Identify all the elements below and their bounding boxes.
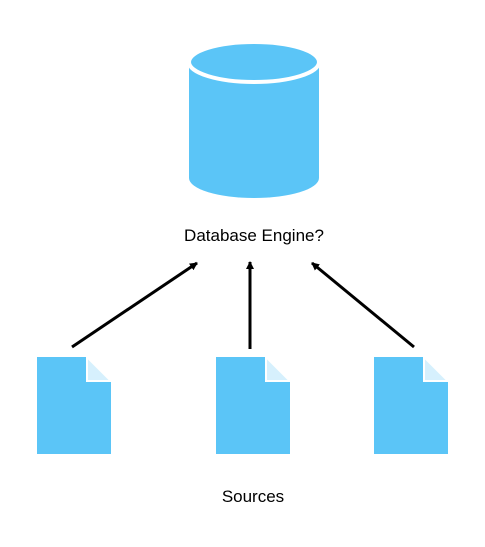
database-body	[189, 62, 319, 198]
source-document-1	[37, 354, 114, 454]
arrow-left-to-engine	[71, 261, 198, 349]
document-fold	[86, 354, 114, 382]
database-icon	[187, 40, 321, 198]
database-top	[187, 40, 321, 84]
sources-label: Sources	[221, 487, 285, 506]
document-fold	[265, 354, 293, 382]
source-document-2	[216, 354, 293, 454]
document-fold	[423, 354, 451, 382]
engine-label: Database Engine?	[184, 226, 324, 245]
source-document-3	[374, 354, 451, 454]
arrow-right-to-engine	[311, 261, 415, 349]
